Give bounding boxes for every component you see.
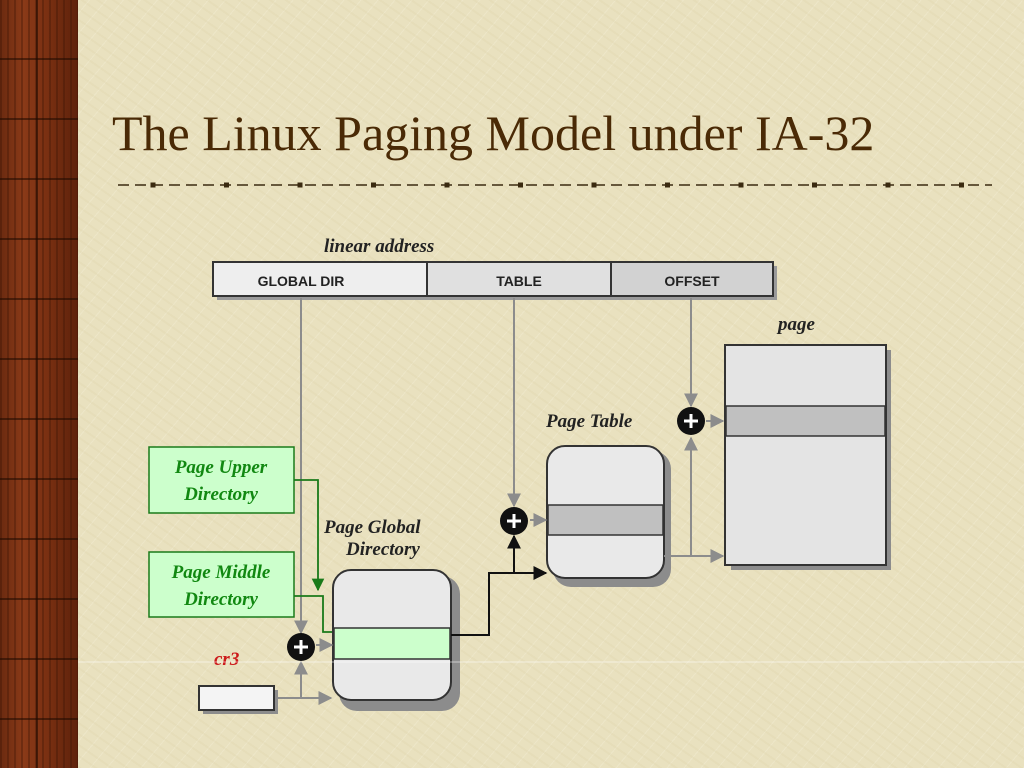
separator-dot bbox=[665, 182, 670, 188]
page-global-directory-block bbox=[332, 569, 460, 711]
page-block bbox=[724, 344, 891, 570]
gray-arrows bbox=[276, 298, 725, 705]
global-dir-field-label: GLOBAL DIR bbox=[258, 273, 345, 289]
page-table-entry bbox=[547, 504, 664, 536]
separator-dot bbox=[297, 182, 303, 188]
page-label: page bbox=[776, 314, 816, 335]
adder-page bbox=[677, 407, 705, 435]
separator-dot bbox=[885, 182, 891, 188]
page-upper-directory-label-line2: Directory bbox=[183, 484, 258, 505]
separator-dot bbox=[812, 182, 817, 188]
page-table-block bbox=[546, 445, 671, 587]
page-upper-directory-label-line1: Page Upper bbox=[174, 457, 268, 478]
separator-dot bbox=[371, 182, 376, 188]
wood-border-strip bbox=[0, 0, 78, 768]
slide-title: The Linux Paging Model under IA-32 bbox=[112, 105, 875, 161]
page-middle-directory-box: Page Middle Directory bbox=[148, 551, 295, 618]
page-upper-directory-box: Page Upper Directory bbox=[148, 446, 295, 514]
page-global-directory-entry bbox=[333, 627, 451, 660]
linear-address-label: linear address bbox=[324, 236, 434, 257]
separator-dot bbox=[591, 182, 597, 188]
cr3-label: cr3 bbox=[214, 649, 239, 670]
page-middle-directory-label-line2: Directory bbox=[183, 589, 258, 610]
offset-field bbox=[610, 261, 774, 297]
separator-dot bbox=[150, 182, 156, 188]
table-field-label: TABLE bbox=[496, 273, 542, 289]
page-global-directory-label-line2: Directory bbox=[345, 539, 420, 560]
global-dir-field bbox=[212, 261, 428, 297]
separator-dot bbox=[444, 182, 450, 188]
title-separator bbox=[118, 182, 992, 188]
page-table-label: Page Table bbox=[545, 411, 633, 432]
dark-arrows bbox=[451, 534, 548, 636]
pud-connector bbox=[294, 479, 325, 592]
page-global-directory-label-line1: Page Global bbox=[323, 517, 421, 538]
separator-dot bbox=[518, 182, 523, 188]
page-entry bbox=[725, 405, 886, 437]
offset-field-label: OFFSET bbox=[664, 273, 720, 289]
separator-dot bbox=[959, 182, 964, 188]
cr3-register bbox=[198, 685, 278, 714]
adder-pgd bbox=[287, 633, 315, 661]
green-connectors bbox=[294, 479, 332, 633]
pmd-connector bbox=[294, 595, 332, 633]
adder-page-table bbox=[500, 507, 528, 535]
separator-dot bbox=[224, 182, 229, 188]
separator-dot bbox=[738, 182, 744, 188]
pgd-to-page-table-arrow bbox=[451, 572, 514, 636]
linear-address-bar: GLOBAL DIR TABLE OFFSET bbox=[212, 261, 777, 300]
page-middle-directory-label-line1: Page Middle bbox=[171, 562, 271, 583]
